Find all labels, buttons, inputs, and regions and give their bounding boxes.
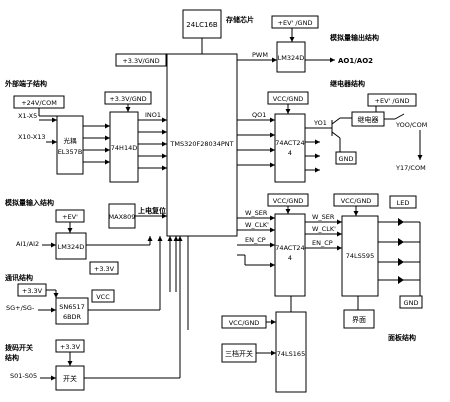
shift-in-label: 74LS165 (277, 350, 305, 358)
buffer-panel-label-1: 74ACT24 (275, 244, 304, 252)
led-3-icon (398, 258, 404, 266)
schmitt-label: 74H14D (111, 144, 137, 152)
in-vcc-label: VCC/GND (229, 319, 260, 327)
led-box (389, 195, 417, 209)
rs485-block (55, 297, 89, 325)
yo1-label: YO1 (313, 119, 327, 127)
rs485-label-1: SN6517 (59, 303, 85, 311)
rs485-label-2: 6BDR (63, 313, 82, 321)
optocoupler-label-1: 光耦 (64, 136, 78, 145)
adc-33-box (89, 261, 119, 275)
shift-in-block (275, 311, 307, 393)
qo1-label: QO1 (252, 111, 266, 119)
power-reset-title: 上电复位 (138, 206, 166, 215)
relay-structure-title: 继电器结构 (330, 79, 365, 88)
ino1-label: INO1 (145, 111, 161, 119)
adc-ev-label: +EV' (62, 213, 78, 221)
schmitt-block (109, 111, 139, 183)
w-clk-b-label: W_CLK' (312, 225, 336, 233)
x1x5-label: X1-X5 (18, 112, 37, 120)
reset-block (108, 203, 136, 229)
comm-33-label: +3.3V (22, 287, 43, 295)
pwm-label: PWM (252, 51, 268, 59)
three-pos-switch-label: 三档开关 (225, 349, 253, 358)
en-cp-b-label: EN_CP (312, 239, 333, 247)
relay-ev-label: +EV' /GND (375, 97, 410, 105)
en-cp-label: EN_CP (245, 236, 266, 244)
analog-input-title: 模拟量输入结构 (5, 198, 54, 207)
w-ser-b-label: W_SER (312, 213, 335, 221)
buffer-relay-label-1: 74ACT24 (275, 139, 304, 147)
sg-label: SG+/SG- (6, 304, 35, 312)
led-4-icon (398, 276, 404, 284)
comm-title: 通讯结构 (5, 273, 33, 282)
led-1-icon (398, 218, 404, 226)
adc-33-label: +3.3V (94, 265, 115, 273)
adc-amp-block (55, 232, 87, 260)
yoo-label: YOO/COM (395, 121, 427, 129)
comm-vcc-label: VCC (96, 293, 110, 301)
led-label: LED (397, 199, 410, 207)
eeprom-block (182, 9, 222, 39)
w-clk-a-label: W_CLK' (245, 221, 269, 229)
dac-supply-label: +EV' /GND (278, 19, 313, 27)
relay-contact-2 (394, 113, 405, 120)
buffer-panel-block (274, 213, 306, 297)
panel-vcc-label: VCC/GND (273, 197, 304, 205)
transistor-emitter (331, 131, 341, 139)
transistor-collector (331, 117, 341, 125)
dial-switch-title-1: 拨码开关 (5, 343, 33, 352)
shift-out-label: 74LS595 (346, 252, 374, 260)
w-ser-a-label: W_SER (245, 209, 268, 217)
dsp-label: TMS320F28034PNT (169, 140, 233, 148)
dac-supply-box (271, 15, 319, 29)
storage-chip-title: 存储芯片 (226, 15, 254, 24)
relay-vcc-label: VCC/GND (273, 95, 304, 103)
interface-block (343, 309, 375, 329)
dac-amp-label: LM324D (278, 54, 305, 62)
dac-amp-block (276, 41, 306, 73)
shift-out-block (341, 215, 379, 297)
buffer-relay-block (274, 113, 306, 183)
eeprom-supply-label: +3.3V/GND (122, 57, 159, 65)
x10x13-label: X10-X13 (18, 133, 45, 141)
panel-gnd-box (399, 295, 423, 309)
adc-amp-label: LM324D (58, 243, 85, 251)
optocoupler-label-2: EL357B (58, 148, 83, 156)
comm-vcc-box (91, 289, 115, 303)
interface-label: 界面 (352, 316, 366, 324)
ai-label: AI1/AI2 (16, 240, 39, 248)
shift-vcc-label: VCC/GND (341, 197, 372, 205)
buffer-panel-label-2: 4 (288, 254, 292, 262)
panel-gnd-label: GND (404, 299, 419, 307)
relay-ev-box (367, 93, 417, 107)
buffer-relay-label-2: 4 (288, 149, 292, 157)
led-2-icon (398, 238, 404, 246)
s01-label: S01-S05 (10, 372, 37, 380)
optocoupler-block (56, 115, 84, 175)
reset-label: MAX809 (109, 213, 136, 221)
schmitt-supply-label: +3.3V/GND (109, 95, 146, 103)
dial-switch-title-2: 结构 (4, 353, 19, 362)
relay-label: 继电器 (358, 115, 379, 124)
switch-label: 开关 (63, 374, 77, 383)
relay-gnd-label: GND (339, 155, 354, 163)
panel-title: 面板结构 (388, 333, 416, 342)
relay-gnd-box (335, 151, 357, 165)
dial-33-label: +3.3V (60, 343, 81, 351)
eeprom-label: 24LC16B (186, 21, 218, 29)
external-terminal-title: 外部端子结构 (5, 79, 47, 88)
analog-output-title: 模拟量输出结构 (330, 33, 379, 42)
ext-supply-label: +24V/COM (21, 99, 57, 107)
dsp-block (166, 53, 238, 237)
y17-label: Y17/COM (395, 164, 426, 172)
ao-label: AO1/AO2 (338, 57, 373, 65)
